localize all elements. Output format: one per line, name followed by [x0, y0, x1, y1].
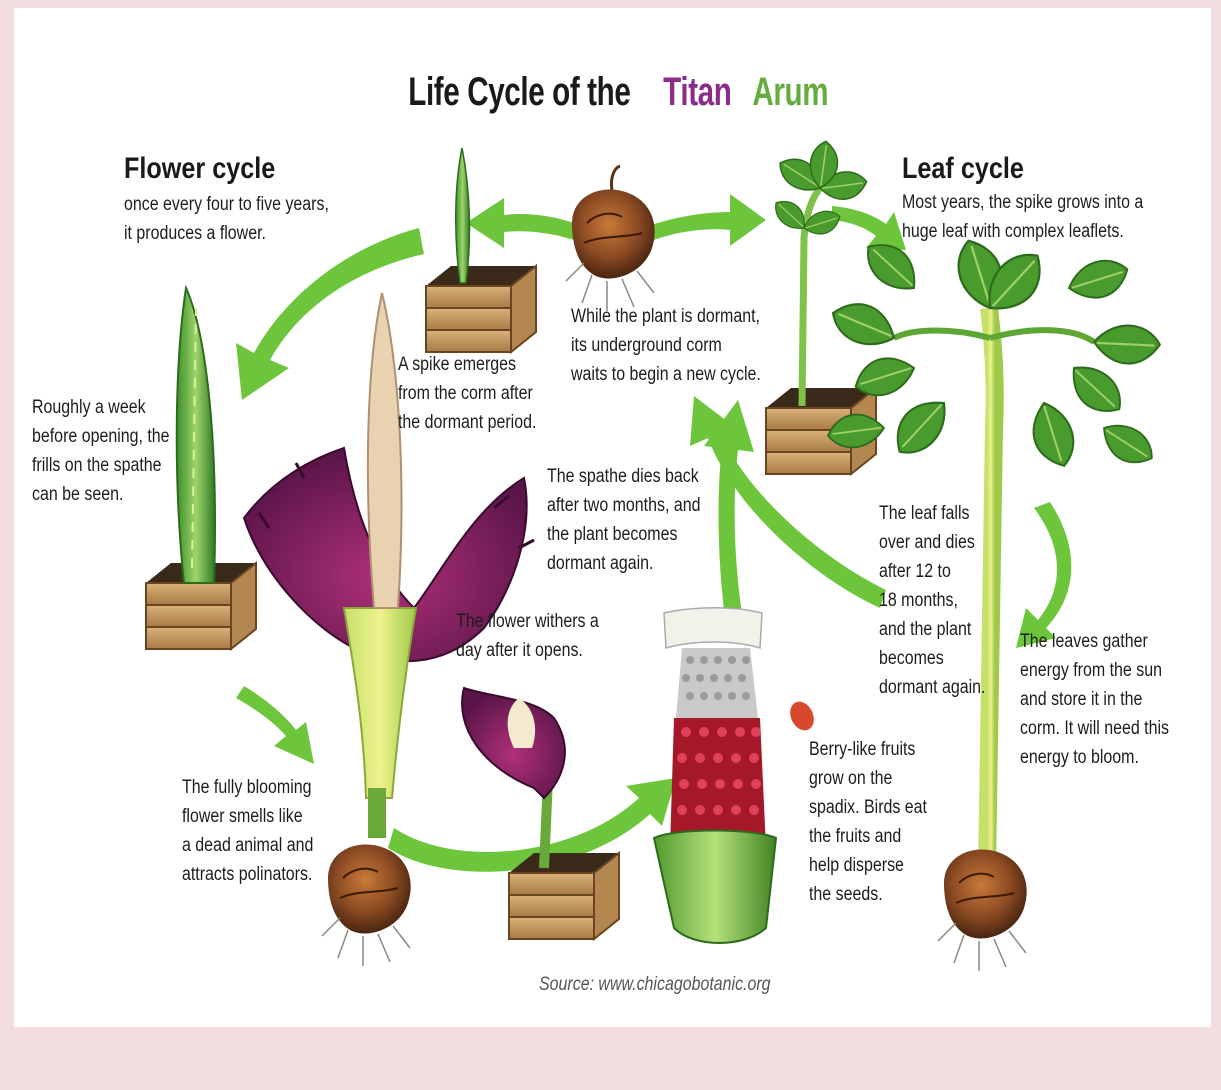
- caption-withers: The flower withers a day after it opens.: [456, 607, 599, 665]
- spike-crate: [426, 148, 536, 352]
- caption-leaf-falls: The leaf falls over and dies after 12 to…: [879, 499, 985, 702]
- caption-leaves-gather: The leaves gather energy from the sun an…: [1020, 627, 1169, 772]
- withered-flower: [462, 688, 619, 939]
- leaf-cycle-text: Most years, the spike grows into a huge …: [902, 188, 1143, 246]
- leaf-cycle-heading: Leaf cycle: [902, 152, 1024, 186]
- caption-berries: Berry-like fruits grow on the spadix. Bi…: [809, 735, 927, 909]
- source-credit: Source: www.chicagobotanic.org: [539, 974, 771, 996]
- diagram-title: Life Cycle of the Titan Arum: [14, 70, 1211, 115]
- diagram-card: Life Cycle of the Titan Arum Flower cycl…: [14, 8, 1211, 1027]
- caption-dormant: While the plant is dormant, its undergro…: [571, 302, 761, 389]
- title-word-titan: Titan: [663, 70, 731, 115]
- caption-spike: A spike emerges from the corm after the …: [398, 350, 536, 437]
- title-word-arum: Arum: [753, 70, 829, 115]
- flower-cycle-text: once every four to five years, it produc…: [124, 190, 329, 248]
- dormant-corm: [566, 166, 655, 311]
- caption-blooming: The fully blooming flower smells like a …: [182, 773, 313, 889]
- flower-cycle-heading: Flower cycle: [124, 152, 275, 186]
- caption-spathe-dies: The spathe dies back after two months, a…: [547, 462, 700, 578]
- caption-week-before: Roughly a week before opening, the frill…: [32, 393, 170, 509]
- title-prefix: Life Cycle of the: [408, 70, 630, 115]
- fruiting-spadix: [654, 608, 818, 943]
